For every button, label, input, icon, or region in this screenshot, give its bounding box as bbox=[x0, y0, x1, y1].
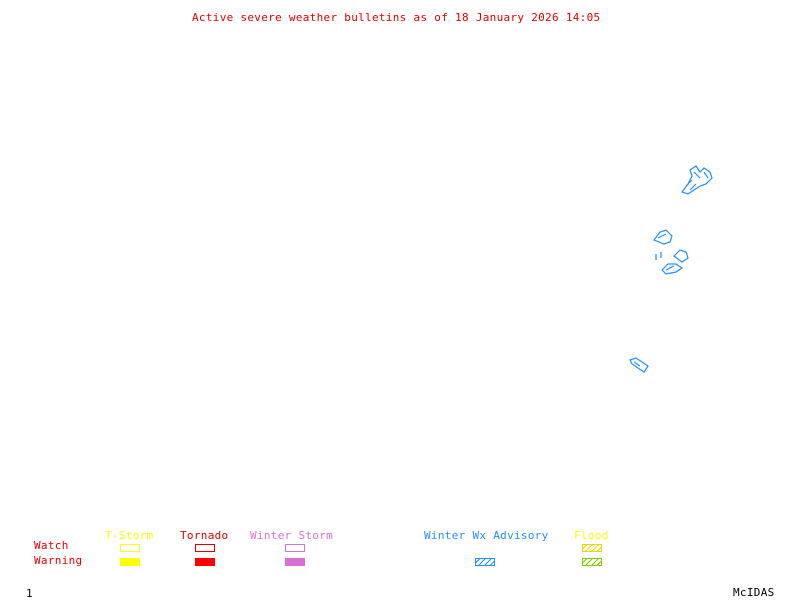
legend-tstorm-watch-swatch bbox=[120, 544, 140, 552]
advisory-area bbox=[629, 357, 649, 373]
legend-tornado-warning-swatch bbox=[195, 558, 215, 566]
legend-flood-warning-swatch bbox=[582, 558, 602, 566]
winter-wx-advisory-areas bbox=[629, 165, 713, 373]
legend-flood-label: Flood bbox=[574, 529, 609, 542]
advisory-area bbox=[681, 165, 713, 195]
advisory-area bbox=[661, 263, 684, 275]
advisory-area bbox=[653, 229, 673, 245]
software-label: McIDAS bbox=[733, 586, 775, 599]
legend-warning-label: Warning bbox=[34, 554, 83, 567]
legend-winter-storm-watch-swatch bbox=[285, 544, 305, 552]
legend-winter-wx-advisory-swatch bbox=[475, 558, 495, 566]
legend-flood-watch-swatch bbox=[582, 544, 602, 552]
legend-winter-storm-warning-swatch bbox=[285, 558, 305, 566]
legend-winter-wx-advisory-label: Winter Wx Advisory bbox=[424, 529, 549, 542]
frame-number: 1 bbox=[26, 587, 33, 600]
legend-winter-storm-label: Winter Storm bbox=[250, 529, 334, 542]
legend-watch-label: Watch bbox=[34, 539, 69, 552]
advisory-area bbox=[655, 252, 662, 260]
bulletin-title: Active severe weather bulletins as of 18… bbox=[192, 11, 601, 24]
advisory-area bbox=[673, 249, 689, 263]
legend-tornado-label: Tornado bbox=[180, 529, 229, 542]
legend-tstorm-warning-swatch bbox=[120, 558, 140, 566]
legend-tornado-watch-swatch bbox=[195, 544, 215, 552]
legend-tstorm-label: T-Storm bbox=[105, 529, 154, 542]
